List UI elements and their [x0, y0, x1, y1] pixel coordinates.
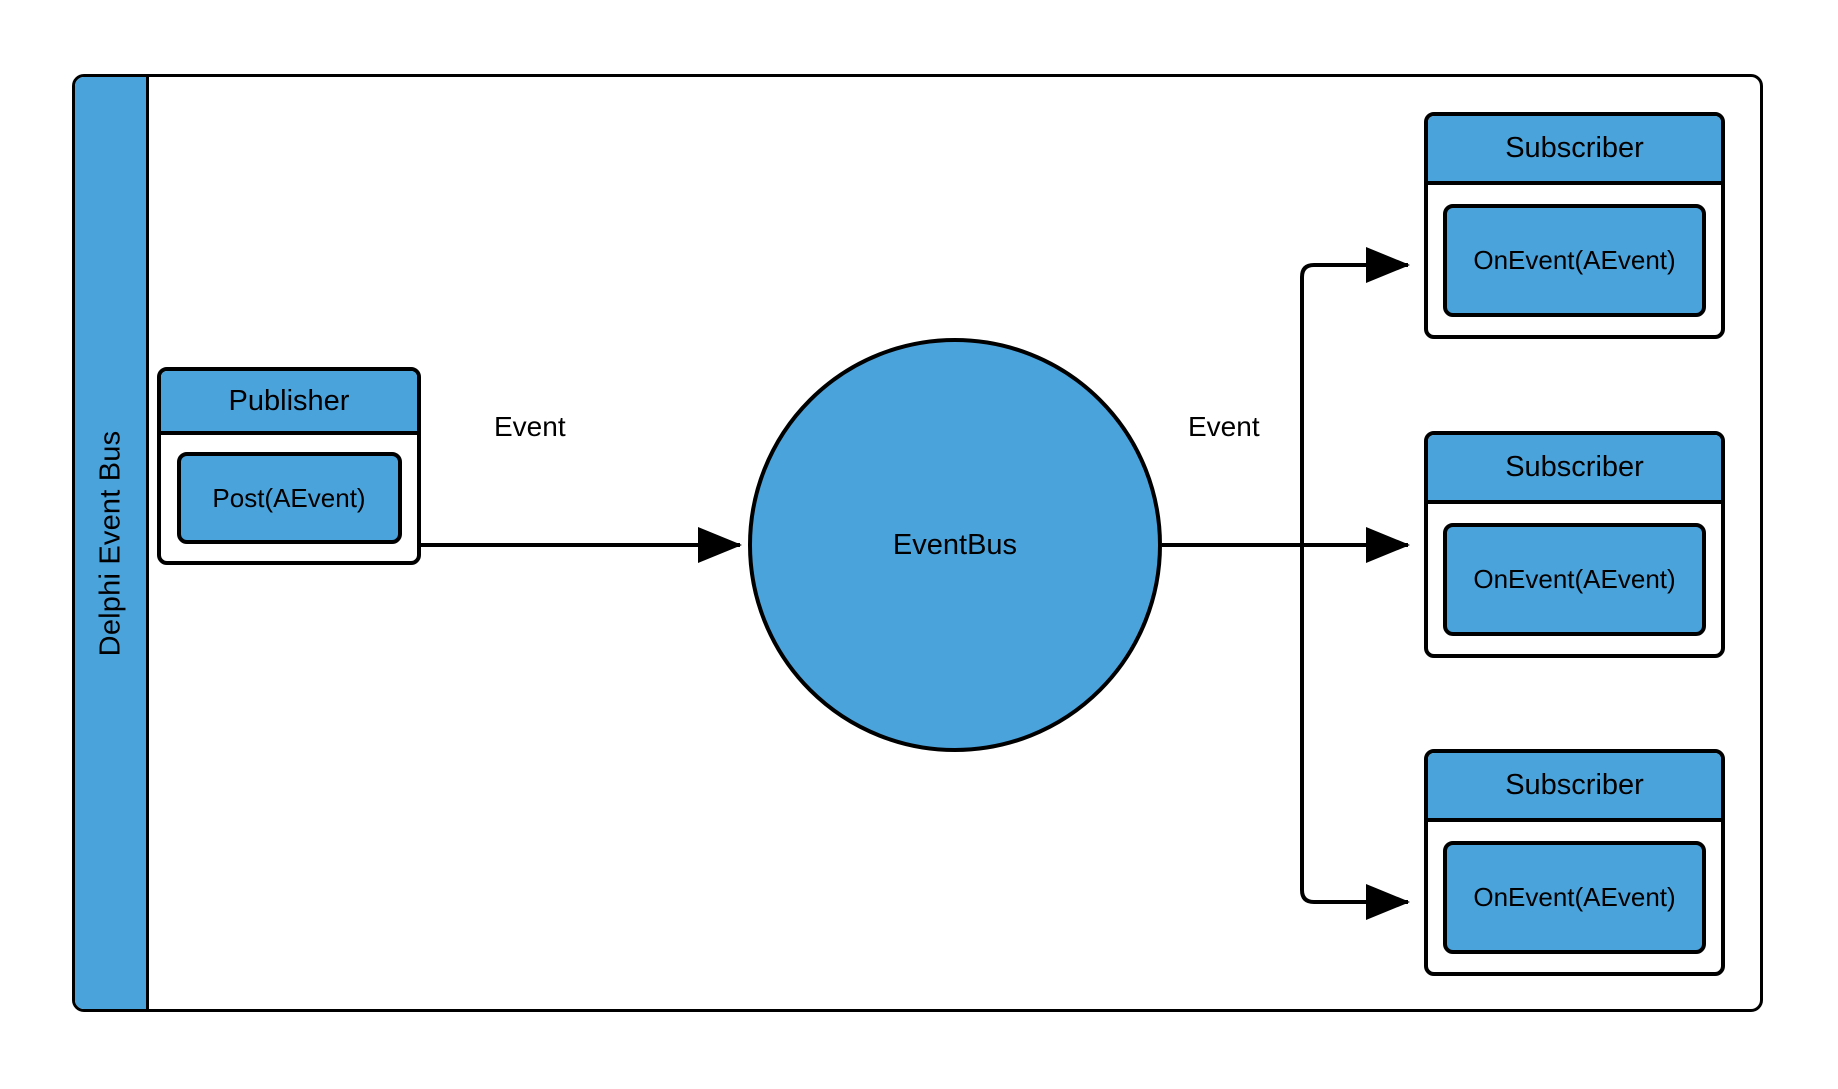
- subscriber-3-header: Subscriber: [1428, 753, 1721, 822]
- container-title-label: Delphi Event Bus: [94, 430, 126, 656]
- subscriber-2-body: OnEvent(AEvent): [1428, 504, 1721, 654]
- subscriber-2-method-label: OnEvent(AEvent): [1473, 563, 1676, 594]
- publisher-method-label: Post(AEvent): [212, 482, 366, 513]
- subscriber-3-name: Subscriber: [1505, 769, 1644, 801]
- subscriber-1-method-label: OnEvent(AEvent): [1473, 244, 1676, 275]
- publisher-method-post[interactable]: Post(AEvent): [176, 452, 402, 544]
- subscriber-1-header: Subscriber: [1428, 116, 1721, 185]
- edge-label-subscriber-event: Event: [1182, 411, 1266, 443]
- subscriber-node-1[interactable]: Subscriber OnEvent(AEvent): [1424, 112, 1725, 339]
- publisher-node[interactable]: Publisher Post(AEvent): [157, 367, 421, 565]
- eventbus-label: EventBus: [892, 528, 1018, 561]
- publisher-body: Post(AEvent): [161, 435, 417, 561]
- subscriber-2-header: Subscriber: [1428, 435, 1721, 504]
- subscriber-2-method-onevent[interactable]: OnEvent(AEvent): [1443, 522, 1706, 636]
- subscriber-1-method-onevent[interactable]: OnEvent(AEvent): [1443, 203, 1706, 317]
- subscriber-3-body: OnEvent(AEvent): [1428, 822, 1721, 972]
- publisher-header: Publisher: [161, 371, 417, 435]
- subscriber-node-2[interactable]: Subscriber OnEvent(AEvent): [1424, 431, 1725, 658]
- eventbus-node[interactable]: EventBus: [748, 338, 1162, 752]
- subscriber-3-method-label: OnEvent(AEvent): [1473, 881, 1676, 912]
- subscriber-1-name: Subscriber: [1505, 132, 1644, 164]
- publisher-name: Publisher: [228, 384, 350, 417]
- subscriber-1-body: OnEvent(AEvent): [1428, 185, 1721, 335]
- subscriber-node-3[interactable]: Subscriber OnEvent(AEvent): [1424, 749, 1725, 976]
- subscriber-3-method-onevent[interactable]: OnEvent(AEvent): [1443, 840, 1706, 954]
- edge-label-publisher-event: Event: [488, 411, 572, 443]
- container-title-band: Delphi Event Bus: [75, 77, 149, 1009]
- subscriber-2-name: Subscriber: [1505, 451, 1644, 483]
